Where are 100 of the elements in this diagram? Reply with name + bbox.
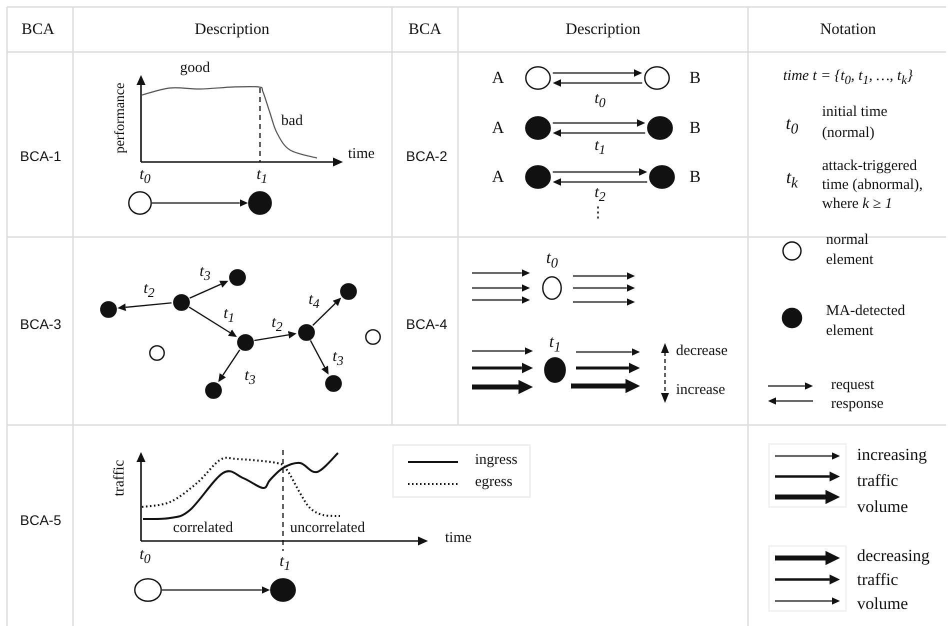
direction-label: decrease [676, 343, 728, 360]
legend-label: ingress [475, 452, 518, 470]
node-label: B [689, 118, 701, 138]
open-circle [365, 329, 381, 345]
arrow [552, 69, 642, 77]
node-label: t$_{1}$ [549, 332, 561, 356]
curve-label: bad [281, 113, 303, 130]
arrow [573, 284, 635, 292]
arrow [576, 362, 640, 374]
open-circle [128, 191, 152, 215]
column-header: Description [566, 21, 640, 40]
direction-label: increase [676, 382, 726, 400]
filled-circle [544, 357, 566, 383]
axis-tick-label: t$_{1}$ [279, 553, 291, 574]
edge-label: t$_{1}$ [594, 136, 606, 158]
open-circle [525, 66, 551, 90]
arrow [218, 350, 240, 382]
filled-circle [298, 324, 314, 340]
arrow [472, 362, 533, 374]
legend-label: decreasing traffic volume [857, 545, 931, 615]
arrow [162, 586, 270, 594]
arrow [310, 340, 329, 375]
arrow [472, 296, 530, 304]
column-header: Notation [820, 21, 876, 40]
axis-label: time [445, 530, 472, 548]
arrow [188, 306, 237, 337]
legend-label: MA-detected element [826, 302, 906, 341]
axis-label: performance [112, 82, 129, 154]
legend-label: request [831, 377, 874, 394]
axis-label: traffic [111, 460, 128, 496]
arrow [117, 302, 172, 312]
filled-circle [236, 334, 254, 350]
notation-formula: time t = {t$_{0}$, t$_{1}$, …, t$_{k}$} [783, 68, 913, 88]
row-label: BCA-1 [20, 148, 62, 164]
row-label: BCA-3 [20, 316, 62, 332]
arrow [552, 79, 642, 87]
legend-label: egress [475, 474, 512, 492]
column-header: BCA [22, 21, 54, 40]
notation-symbol: t$_{0}$ [786, 113, 798, 139]
arrow [189, 280, 228, 299]
edge-label: t$_{2}$ [143, 280, 155, 300]
edge-label: t$_{1}$ [223, 304, 235, 326]
arrow [552, 178, 648, 186]
axis-tick-label: t$_{0}$ [139, 166, 151, 186]
column-header: BCA [408, 21, 442, 40]
arrow [152, 199, 248, 207]
row-label: BCA-2 [406, 148, 448, 164]
arrow [573, 272, 635, 280]
filled-circle [204, 382, 222, 398]
filled-circle [172, 294, 190, 310]
filled-circle [248, 191, 272, 215]
vertical-ellipsis: ⋮ [590, 205, 606, 221]
arrow [472, 347, 533, 355]
filled-circle [100, 300, 116, 318]
row-label: BCA-4 [406, 316, 448, 332]
arrow [312, 298, 342, 326]
region-label: uncorrelated [290, 520, 365, 538]
legend-label: normal element [826, 231, 874, 270]
node-label: t$_{0}$ [546, 248, 558, 272]
node-label: B [689, 68, 701, 88]
column-header: Description [194, 21, 270, 40]
notation-text: initial time (normal) [822, 103, 888, 143]
node-label: A [492, 68, 504, 88]
axis-label: time [348, 146, 375, 164]
arrow [472, 284, 530, 292]
open-circle [644, 66, 670, 90]
open-circle [134, 578, 162, 602]
edge-label: t$_{2}$ [271, 314, 283, 334]
edge-label: t$_{3}$ [332, 348, 344, 368]
filled-circle [525, 116, 551, 140]
legend-label: response [831, 396, 884, 414]
edge-label: t$_{3}$ [244, 366, 256, 388]
filled-circle [324, 374, 342, 392]
row-label: BCA-5 [20, 512, 62, 528]
node-label: A [492, 167, 504, 187]
arrow [472, 380, 533, 394]
arrow [552, 168, 648, 176]
filled-circle [228, 268, 246, 286]
region-label: correlated [173, 520, 233, 538]
arrow [571, 378, 640, 394]
filled-circle [525, 165, 551, 189]
node-label: B [689, 167, 701, 187]
curve-label: good [180, 60, 210, 78]
filled-circle [270, 578, 296, 602]
arrow [573, 298, 635, 306]
axis-tick-label: t$_{1}$ [256, 166, 268, 186]
edge-label: t$_{0}$ [594, 90, 606, 110]
arrow [552, 119, 646, 127]
arrow [254, 331, 297, 342]
edge-label: t$_{2}$ [594, 184, 606, 204]
filled-circle [340, 282, 356, 300]
open-circle [542, 276, 562, 300]
arrow [576, 348, 640, 356]
node-label: A [492, 118, 504, 138]
edge-label: t$_{4}$ [308, 290, 320, 312]
notation-symbol: t$_{k}$ [786, 167, 798, 193]
arrow [472, 269, 530, 277]
arrow [552, 129, 646, 137]
edge-label: t$_{3}$ [199, 262, 211, 284]
filled-circle [649, 165, 675, 189]
